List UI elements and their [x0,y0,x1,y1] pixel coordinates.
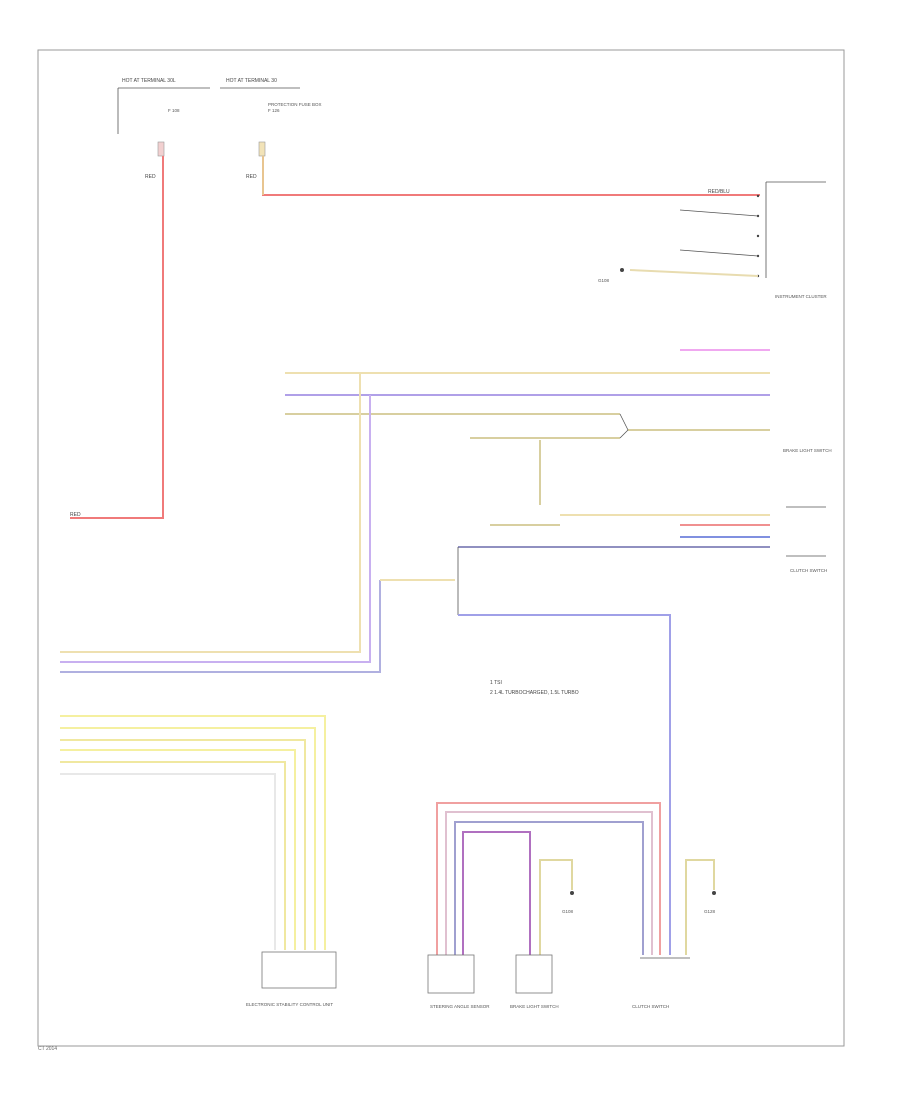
fuse-b-note: PROTECTION FUSE BOX [268,102,322,107]
instrument-cluster-module: INSTRUMENT CLUSTER [629,181,827,299]
steering-angle-sensor: STEERING ANGLE SENSOR [427,954,490,1009]
grounds: G108 G128 G108 [562,268,716,914]
wire-red-left: RED [145,174,156,180]
wire-red-bottom: RED [70,512,81,518]
ground-g2: G108 [598,278,610,283]
diagram-frame [37,49,845,1047]
ground-g3: G128 [704,909,716,914]
legend-item-2: 2 1.4L TURBOCHARGED, 1.5L TURBO [490,690,579,696]
clutch-switch-label: CLUTCH SWITCH [790,568,827,573]
signal-wires [60,349,770,673]
brake-light-switch-module: BRAKE LIGHT SWITCH [619,413,832,453]
wire-red-upper: RED/BLU [708,189,730,195]
wire-red-right: RED [246,174,257,180]
brake-light-switch-label: BRAKE LIGHT SWITCH [783,448,832,453]
legend-item-1: 1 TSI [490,680,502,686]
clutch-switch-bottom-label: CLUTCH SWITCH [632,1004,669,1009]
fuse-left-label: HOT AT TERMINAL 30L [122,78,176,84]
ground-g1: G108 [562,909,574,914]
fuse-area: HOT AT TERMINAL 30L HOT AT TERMINAL 30 F… [117,78,322,157]
esc-wire-bundle: ELECTRONIC STABILITY CONTROL UNIT [60,715,337,1007]
fuse-b-label: F 126 [268,108,280,113]
esc-label: ELECTRONIC STABILITY CONTROL UNIT [246,1002,333,1007]
instrument-cluster-label: INSTRUMENT CLUSTER [775,294,827,299]
fuse-a-label: F 108 [168,108,180,113]
power-wires: RED RED RED RED/BLU [70,156,760,519]
esc-connector [261,951,337,989]
clutch-switch-bottom: CLUTCH SWITCH [632,957,690,1009]
brake-light-switch-bottom-label: BRAKE LIGHT SWITCH [510,1004,559,1009]
diagram-footer: CT 2014 [38,1046,58,1052]
bottom-harness [436,802,715,955]
clutch-switch-module: CLUTCH SWITCH [457,506,827,955]
brake-light-switch-bottom: BRAKE LIGHT SWITCH [510,954,559,1009]
steering-angle-sensor-label: STEERING ANGLE SENSOR [430,1004,490,1009]
fuse-right-label: HOT AT TERMINAL 30 [226,78,277,84]
legend: 1 TSI 2 1.4L TURBOCHARGED, 1.5L TURBO [490,680,579,696]
